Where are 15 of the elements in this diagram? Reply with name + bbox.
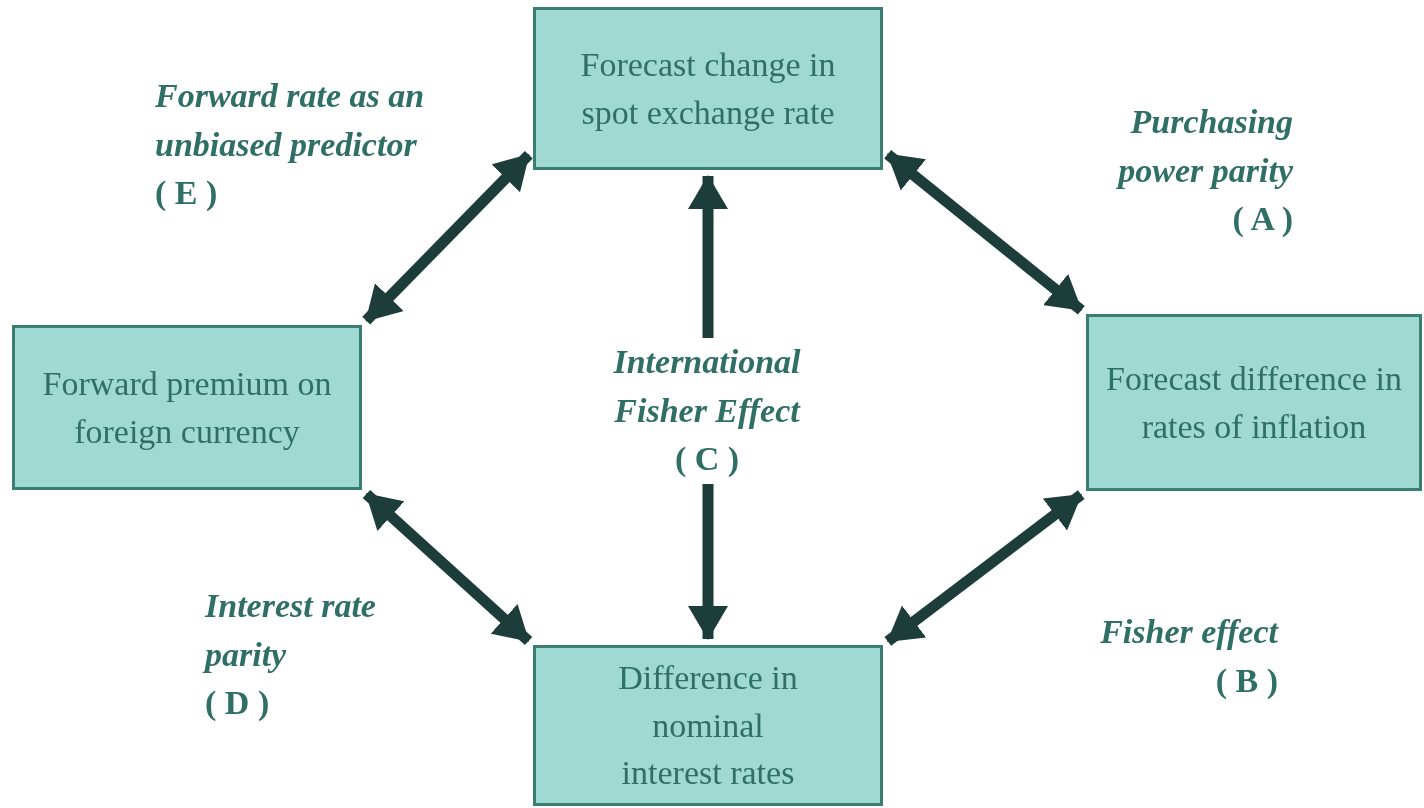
concept-box [12, 325, 362, 490]
double-arrow [362, 150, 533, 325]
edge-label: Forward rate as an unbiased predictor ( E ) [155, 76, 425, 214]
double-arrow [362, 489, 533, 646]
box-text: Difference in nominal interest rates [617, 658, 799, 794]
box-text: Forward premium on foreign currency [41, 363, 333, 452]
concept-box [533, 7, 883, 170]
edge-label: Fisher effect ( B ) [1099, 612, 1278, 701]
box-text: Forecast difference in rates of inflation [1105, 358, 1403, 447]
double-arrow [884, 149, 1085, 315]
box-text: Forecast change in spot exchange rate [579, 44, 837, 133]
double-arrow [884, 490, 1085, 646]
concept-box [1086, 314, 1422, 491]
concept-box [533, 645, 883, 806]
edge-label: Purchasing power parity ( A ) [1115, 102, 1293, 240]
